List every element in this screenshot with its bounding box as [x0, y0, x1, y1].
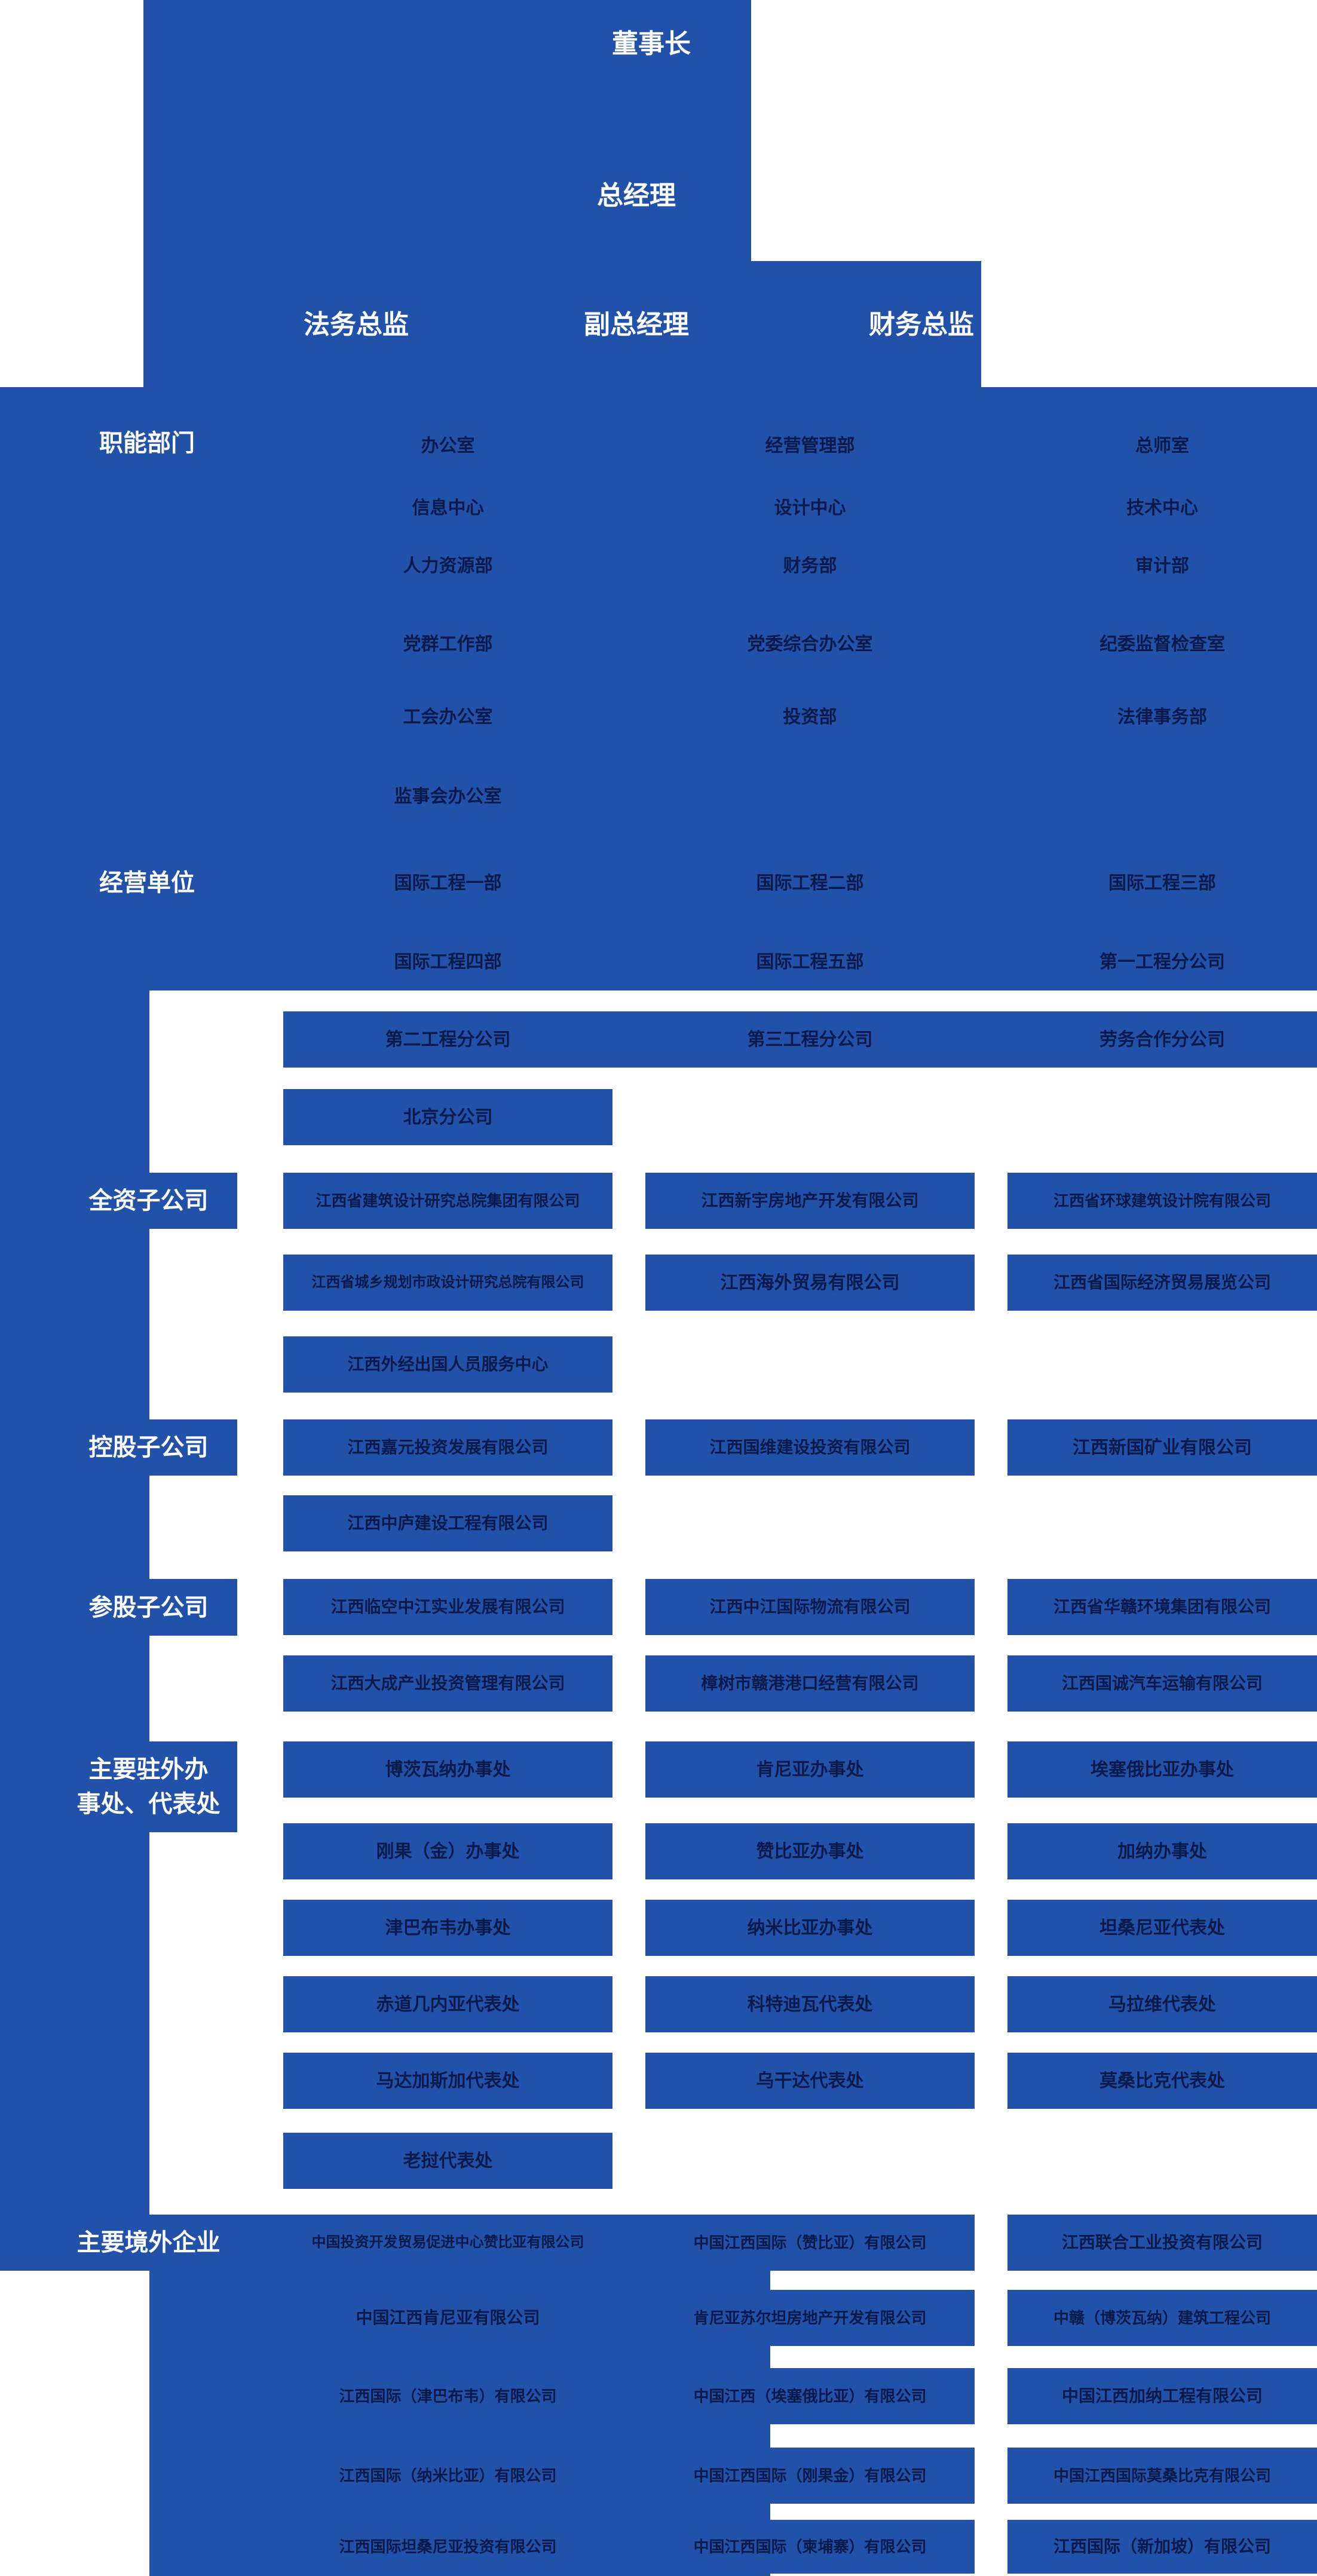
- branch-row-band: [283, 1011, 1317, 1068]
- org-cell-r21c3: 马拉维代表处: [1007, 1976, 1317, 2032]
- org-cell-r16c3: 江西省华赣环境集团有限公司: [1007, 1579, 1317, 1635]
- org-cell-r1c3: 总师室: [1135, 436, 1189, 456]
- org-cell-r16c1: 江西临空中江实业发展有限公司: [283, 1579, 612, 1635]
- org-cell-r1c2: 经营管理部: [765, 436, 855, 456]
- org-cell-r9c3: 劳务合作分公司: [1099, 1029, 1225, 1050]
- org-cell-r12c1: 江西省城乡规划市政设计研究总院有限公司: [283, 1255, 612, 1311]
- org-cell-r19c3: 加纳办事处: [1007, 1823, 1317, 1879]
- org-cell-r14c2: 江西国维建设投资有限公司: [645, 1419, 975, 1476]
- section-label-text-line1: 主要驻外办: [88, 1756, 209, 1783]
- section-label-overseas-offices: 主要驻外办 事处、代表处: [0, 1741, 237, 1832]
- finance-director-panel: [751, 261, 981, 387]
- org-cell-r3c2: 财务部: [783, 556, 837, 576]
- org-cell-r21c1: 赤道几内亚代表处: [283, 1976, 612, 2032]
- org-cell-r11c1: 江西省建筑设计研究总院集团有限公司: [283, 1173, 612, 1229]
- org-cell-r20c2: 纳米比亚办事处: [645, 1900, 975, 1956]
- org-cell-r22c1: 马达加斯加代表处: [283, 2053, 612, 2109]
- org-cell-r26c1: 江西国际（津巴布韦）有限公司: [339, 2387, 557, 2405]
- org-cell-r24c1: 中国投资开发贸易促进中心赞比亚有限公司: [311, 2234, 584, 2250]
- org-cell-r25c1: 中国江西肯尼亚有限公司: [356, 2308, 540, 2327]
- org-cell-r5c1: 工会办公室: [403, 707, 493, 727]
- org-cell-r5c3: 法律事务部: [1117, 707, 1207, 727]
- org-cell-r17c3: 江西国诚汽车运输有限公司: [1007, 1655, 1317, 1712]
- org-cell-r2c2: 设计中心: [774, 498, 846, 518]
- org-cell-r28c3: 江西国际（新加坡）有限公司: [1007, 2520, 1317, 2574]
- org-cell-r5c2: 投资部: [783, 707, 837, 727]
- functional-band: [0, 387, 1317, 990]
- org-cell-r24c2: 中国江西国际（赞比亚）有限公司: [645, 2215, 975, 2271]
- org-cell-r9c1: 第二工程分公司: [385, 1029, 511, 1050]
- org-cell-r28c1: 江西国际坦桑尼亚投资有限公司: [339, 2537, 557, 2556]
- section-label-wholly-owned-subsidiaries: 全资子公司: [0, 1173, 237, 1229]
- section-label-business-units: 经营单位: [99, 870, 195, 896]
- org-cell-r10c1: 北京分公司: [283, 1089, 612, 1145]
- org-cell-r3c1: 人力资源部: [403, 556, 493, 576]
- org-cell-r15c1: 江西中庐建设工程有限公司: [283, 1495, 612, 1551]
- org-cell-r26c2: 中国江西（埃塞俄比亚）有限公司: [645, 2368, 975, 2424]
- org-cell-r12c2: 江西海外贸易有限公司: [645, 1255, 975, 1311]
- section-label-functional-departments: 职能部门: [99, 430, 195, 456]
- org-cell-r7c3: 国际工程三部: [1108, 873, 1216, 893]
- org-cell-r19c1: 刚果（金）办事处: [283, 1823, 612, 1879]
- org-cell-r3c3: 审计部: [1135, 556, 1189, 576]
- org-cell-r7c2: 国际工程二部: [756, 873, 864, 893]
- org-cell-r20c3: 坦桑尼亚代表处: [1007, 1900, 1317, 1956]
- org-cell-r22c3: 莫桑比克代表处: [1007, 2053, 1317, 2109]
- org-cell-r18c3: 埃塞俄比亚办事处: [1007, 1741, 1317, 1798]
- org-cell-r23c1: 老挝代表处: [283, 2133, 612, 2189]
- org-cell-r25c2: 肯尼亚苏尔坦房地产开发有限公司: [645, 2290, 975, 2346]
- section-label-text: 参股子公司: [88, 1594, 209, 1621]
- org-cell-r27c3: 中国江西国际莫桑比克有限公司: [1007, 2448, 1317, 2504]
- org-cell-r4c2: 党委综合办公室: [747, 634, 873, 654]
- org-cell-r24c3: 江西联合工业投资有限公司: [1007, 2215, 1317, 2271]
- top-hierarchy-panel: [143, 0, 751, 387]
- title-general-manager: 总经理: [597, 181, 676, 210]
- org-cell-r9c2: 第三工程分公司: [747, 1029, 873, 1050]
- org-cell-r17c2: 樟树市赣港港口经营有限公司: [645, 1655, 975, 1712]
- org-cell-r21c2: 科特迪瓦代表处: [645, 1976, 975, 2032]
- org-cell-r4c1: 党群工作部: [403, 634, 493, 654]
- org-cell-r4c3: 纪委监督检查室: [1099, 634, 1225, 654]
- org-cell-r27c1: 江西国际（纳米比亚）有限公司: [339, 2466, 557, 2485]
- title-chairman: 董事长: [612, 29, 691, 59]
- org-cell-r8c3: 第一工程分公司: [1099, 952, 1225, 972]
- section-label-holding-subsidiaries: 控股子公司: [0, 1419, 237, 1476]
- org-cell-r27c2: 中国江西国际（刚果金）有限公司: [645, 2448, 975, 2504]
- section-label-text: 全资子公司: [88, 1188, 209, 1214]
- title-deputy-general-manager: 副总经理: [584, 310, 689, 339]
- org-cell-r8c1: 国际工程四部: [394, 952, 502, 972]
- section-label-text: 控股子公司: [88, 1434, 209, 1461]
- section-label-text: 主要境外企业: [76, 2230, 220, 2256]
- org-cell-r11c3: 江西省环球建筑设计院有限公司: [1007, 1173, 1317, 1229]
- org-cell-r14c1: 江西嘉元投资发展有限公司: [283, 1419, 612, 1476]
- org-cell-r2c1: 信息中心: [412, 498, 484, 518]
- org-cell-r18c1: 博茨瓦纳办事处: [283, 1741, 612, 1798]
- section-label-overseas-enterprises: 主要境外企业: [0, 2215, 237, 2271]
- org-cell-r7c1: 国际工程一部: [394, 873, 502, 893]
- org-cell-r2c3: 技术中心: [1126, 498, 1198, 518]
- org-cell-r12c3: 江西省国际经济贸易展览公司: [1007, 1255, 1317, 1311]
- org-cell-r20c1: 津巴布韦办事处: [283, 1900, 612, 1956]
- title-legal-director: 法务总监: [304, 310, 409, 339]
- org-cell-r26c3: 中国江西加纳工程有限公司: [1007, 2368, 1317, 2424]
- org-cell-r25c3: 中赣（博茨瓦纳）建筑工程公司: [1007, 2290, 1317, 2346]
- org-cell-r11c2: 江西新宇房地产开发有限公司: [645, 1173, 975, 1229]
- org-cell-r14c3: 江西新国矿业有限公司: [1007, 1419, 1317, 1476]
- org-cell-r17c1: 江西大成产业投资管理有限公司: [283, 1655, 612, 1712]
- section-label-participating-subsidiaries: 参股子公司: [0, 1579, 237, 1636]
- org-cell-r19c2: 赞比亚办事处: [645, 1823, 975, 1879]
- org-cell-r13c1: 江西外经出国人员服务中心: [283, 1336, 612, 1393]
- org-cell-r8c2: 国际工程五部: [756, 952, 864, 972]
- title-finance-director: 财务总监: [869, 310, 974, 339]
- org-cell-r1c1: 办公室: [421, 436, 475, 456]
- org-cell-r16c2: 江西中江国际物流有限公司: [645, 1579, 975, 1635]
- org-cell-r28c2: 中国江西国际（柬埔寨）有限公司: [645, 2520, 975, 2574]
- section-label-text-line2: 事处、代表处: [76, 1791, 220, 1817]
- org-cell-r22c2: 乌干达代表处: [645, 2053, 975, 2109]
- org-cell-r6c1: 监事会办公室: [394, 786, 502, 806]
- org-cell-r18c2: 肯尼亚办事处: [645, 1741, 975, 1798]
